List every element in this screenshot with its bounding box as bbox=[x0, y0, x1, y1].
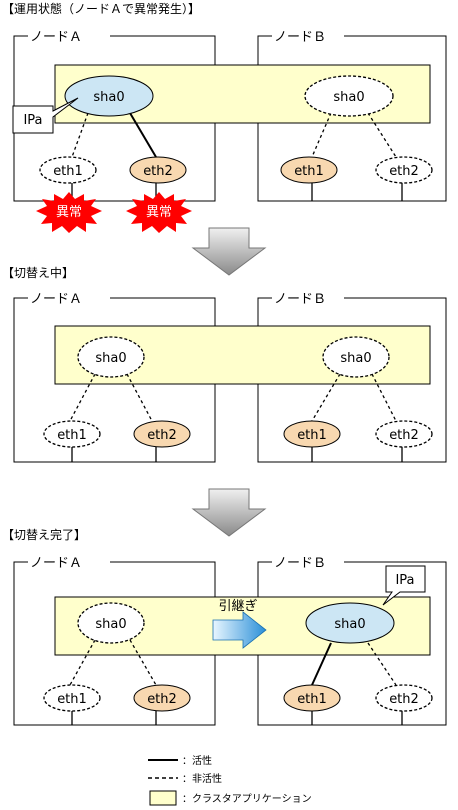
svg-text:eth2: eth2 bbox=[389, 428, 419, 443]
down-arrow-2 bbox=[191, 488, 267, 537]
svg-text:sha0: sha0 bbox=[340, 351, 371, 366]
node-b-label: ノードＢ bbox=[274, 556, 326, 571]
takeover-label: 引継ぎ bbox=[218, 599, 257, 614]
eth2-node-a-active: eth2 bbox=[129, 156, 187, 184]
svg-text:eth2: eth2 bbox=[389, 164, 419, 179]
svg-text:eth1: eth1 bbox=[294, 164, 324, 179]
sha0-node-b-inactive: sha0 bbox=[322, 336, 390, 378]
sha0-node-a-inactive: sha0 bbox=[77, 336, 145, 378]
eth1-node-b-active: eth1 bbox=[283, 684, 341, 712]
section-title-1: 【運用状態（ノードＡで異常発生）】 bbox=[2, 1, 200, 16]
takeover-arrow bbox=[212, 611, 267, 649]
eth2-node-a-active: eth2 bbox=[133, 420, 191, 448]
svg-text:sha0: sha0 bbox=[93, 90, 124, 105]
legend-cluster-swatch bbox=[149, 790, 177, 806]
ipa-callout: IPa bbox=[12, 97, 79, 134]
node-a-frame: ノードＡ bbox=[13, 30, 216, 202]
svg-text:異常: 異常 bbox=[56, 205, 82, 220]
eth2-node-b-inactive: eth2 bbox=[375, 684, 433, 712]
node-b-label: ノードＢ bbox=[274, 292, 326, 307]
abnormal-burst-eth2: 異常 bbox=[126, 192, 192, 233]
link-sha0-eth2-active bbox=[129, 112, 157, 158]
svg-text:sha0: sha0 bbox=[333, 90, 364, 105]
node-a-label: ノードＡ bbox=[30, 30, 82, 45]
link-sha0-eth1-inactive bbox=[311, 112, 332, 158]
legend: ：活性 ：非活性 ：クラスタアプリケーション bbox=[148, 754, 312, 806]
sha0-node-b-active: sha0 bbox=[305, 602, 395, 644]
svg-text:IPa: IPa bbox=[395, 573, 414, 588]
eth1-node-b-active: eth1 bbox=[283, 420, 341, 448]
sha0-node-a-active: sha0 bbox=[64, 75, 154, 117]
section-switch-complete: 【切替え完了】 ノードＡ ノードＢ sha0 sha0 引継ぎ bbox=[2, 527, 447, 726]
eth2-node-b-inactive: eth2 bbox=[375, 156, 433, 184]
svg-text:eth1: eth1 bbox=[53, 164, 83, 179]
node-a-frame: ノードＡ bbox=[13, 292, 216, 463]
svg-text:eth1: eth1 bbox=[57, 428, 87, 443]
svg-text:eth1: eth1 bbox=[57, 692, 87, 707]
ipa-callout: IPa bbox=[382, 565, 426, 606]
svg-text:sha0: sha0 bbox=[95, 617, 126, 632]
section-switching: 【切替え中】 ノードＡ ノードＢ sha0 sha0 eth1 bbox=[2, 265, 447, 463]
node-b-frame: ノードＢ bbox=[257, 292, 447, 463]
svg-text:eth2: eth2 bbox=[147, 428, 177, 443]
eth1-node-a-inactive: eth1 bbox=[43, 420, 101, 448]
eth1-node-a-inactive: eth1 bbox=[39, 156, 97, 184]
section-normal-operation: 【運用状態（ノードＡで異常発生）】 ノードＡ ノードＢ sha0 sha0 bbox=[2, 1, 447, 233]
legend-cluster-label: ：クラスタアプリケーション bbox=[182, 793, 312, 805]
node-a-label: ノードＡ bbox=[30, 292, 82, 307]
node-b-frame: ノードＢ bbox=[257, 556, 447, 726]
svg-text:sha0: sha0 bbox=[95, 351, 126, 366]
section-title-2: 【切替え中】 bbox=[2, 265, 74, 280]
svg-text:eth1: eth1 bbox=[297, 692, 327, 707]
svg-text:eth1: eth1 bbox=[297, 428, 327, 443]
abnormal-burst-eth1: 異常 bbox=[36, 192, 102, 233]
node-b-label: ノードＢ bbox=[274, 30, 326, 45]
link-sha0-eth1-inactive bbox=[71, 112, 89, 158]
eth1-node-a-inactive: eth1 bbox=[43, 684, 101, 712]
eth2-node-a-active: eth2 bbox=[133, 684, 191, 712]
svg-text:sha0: sha0 bbox=[334, 617, 365, 632]
down-arrow-1 bbox=[191, 227, 267, 276]
svg-text:IPa: IPa bbox=[23, 113, 42, 128]
node-b-frame: ノードＢ bbox=[257, 30, 447, 202]
eth1-node-b-active: eth1 bbox=[280, 156, 338, 184]
sha0-node-b-inactive: sha0 bbox=[304, 75, 394, 117]
svg-text:eth2: eth2 bbox=[143, 164, 173, 179]
link-sha0-eth2-inactive bbox=[367, 112, 397, 158]
node-a-frame: ノードＡ bbox=[13, 556, 216, 726]
legend-inactive-label: ：非活性 bbox=[182, 772, 222, 785]
svg-text:異常: 異常 bbox=[146, 205, 172, 220]
svg-text:eth2: eth2 bbox=[389, 692, 419, 707]
svg-text:eth2: eth2 bbox=[147, 692, 177, 707]
legend-active-label: ：活性 bbox=[182, 754, 212, 767]
section-title-3: 【切替え完了】 bbox=[2, 527, 86, 542]
sha0-node-a-inactive: sha0 bbox=[77, 602, 145, 644]
node-a-label: ノードＡ bbox=[30, 556, 82, 571]
eth2-node-b-inactive: eth2 bbox=[375, 420, 433, 448]
